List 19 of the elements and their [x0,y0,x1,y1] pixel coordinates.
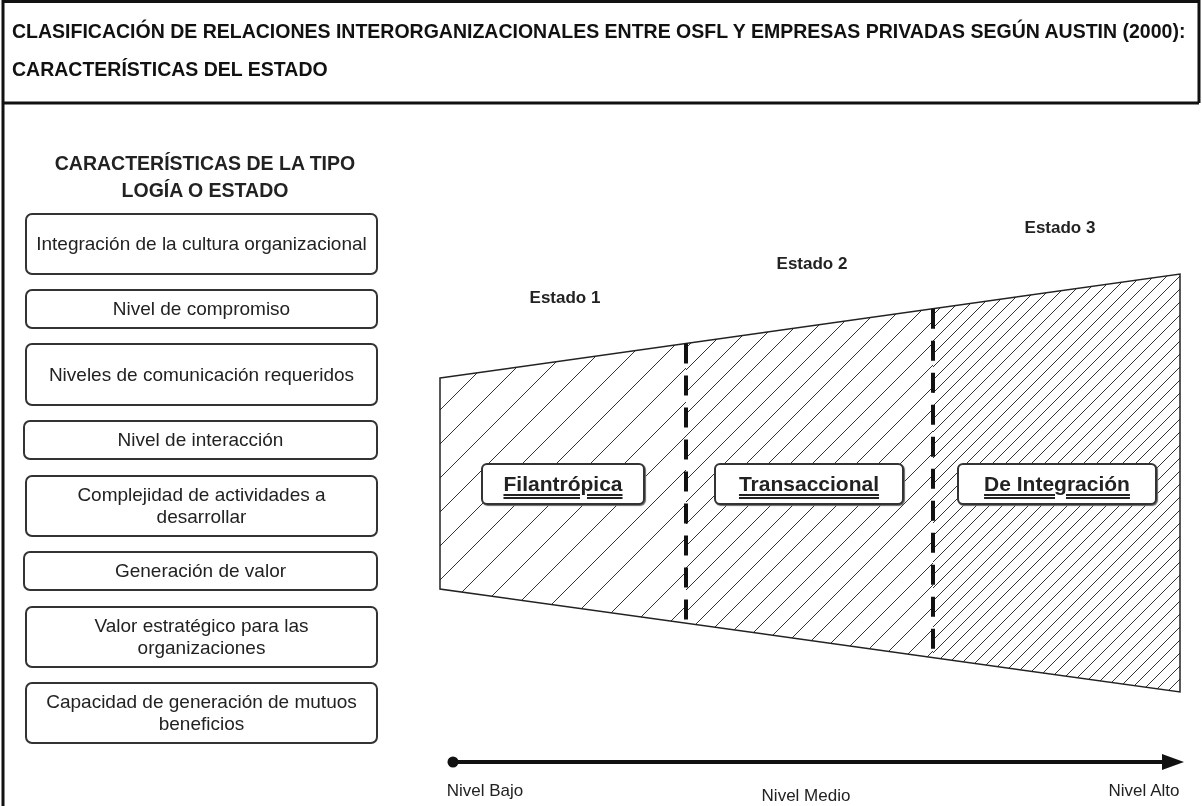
relationship-type-box: De Integración [957,463,1157,505]
characteristic-box: Capacidad de generación de mutuos beneficios [25,682,378,744]
stage-label: Estado 3 [1024,218,1096,238]
characteristic-box: Complejidad de actividades a desarrollar [25,475,378,537]
characteristic-box: Nivel de interacción [23,420,378,460]
characteristic-box: Niveles de comunicación requeridos [25,343,378,406]
characteristic-box: Integración de la cultura organizacional [25,213,378,275]
diagram-title: CLASIFICACIÓN DE RELACIONES INTERORGANIZACIONALES ENTRE OSFL Y EMPRESAS PRIVADAS SEGÚN AUSTIN (2000): CARACTERÍSTICAS DEL ESTADO [12,18,1187,82]
stage-label: Estado 1 [529,288,601,308]
axis-label: Nivel Alto [1108,781,1180,801]
characteristic-box: Nivel de compromiso [25,289,378,329]
section-heading: CARACTERÍSTICAS DE LA TIPO LOGÍA O ESTADO [53,151,357,203]
relationship-type-box: Transaccional [714,463,904,505]
characteristic-box: Valor estratégico para las organizaciones [25,606,378,668]
axis-label: Nivel Bajo [446,781,524,801]
stage-label: Estado 2 [776,254,848,274]
characteristic-box: Generación de valor [23,551,378,591]
relationship-type-box: Filantrópica [481,463,645,505]
axis-label: Nivel Medio [761,786,851,806]
